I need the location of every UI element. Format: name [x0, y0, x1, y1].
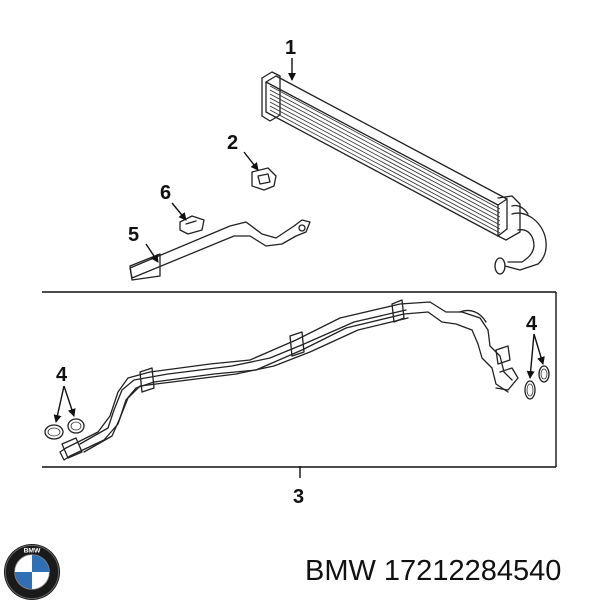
clip-part-2: [251, 167, 277, 191]
callout-1: 1: [285, 37, 296, 59]
hose-assembly-part-3: [59, 299, 519, 461]
leader-4-left-b: [63, 385, 76, 417]
svg-text:BMW: BMW: [24, 548, 41, 555]
bmw-logo: BMW: [3, 543, 61, 601]
leader-4-right-b: [533, 333, 545, 365]
leader-6: [171, 202, 187, 221]
leader-4-right-a: [526, 333, 535, 379]
part-3-frame: [42, 291, 557, 468]
line-part-5: [129, 219, 311, 281]
callout-2: 2: [227, 132, 238, 154]
bracket-part-6: [179, 215, 205, 235]
leader-2: [243, 151, 259, 171]
leader-5: [145, 243, 159, 263]
leader-4-left-a: [53, 385, 65, 423]
callout-4-left: 4: [56, 364, 68, 386]
callout-5: 5: [128, 224, 139, 246]
o-rings-part-4-left: [44, 418, 85, 440]
callout-4-right: 4: [526, 313, 538, 335]
callout-6: 6: [160, 182, 171, 204]
oil-cooler-part-1: [261, 71, 547, 275]
callout-3: 3: [293, 486, 304, 508]
part-caption: BMW 17212284540: [305, 555, 562, 587]
o-rings-part-4-right: [524, 365, 550, 400]
